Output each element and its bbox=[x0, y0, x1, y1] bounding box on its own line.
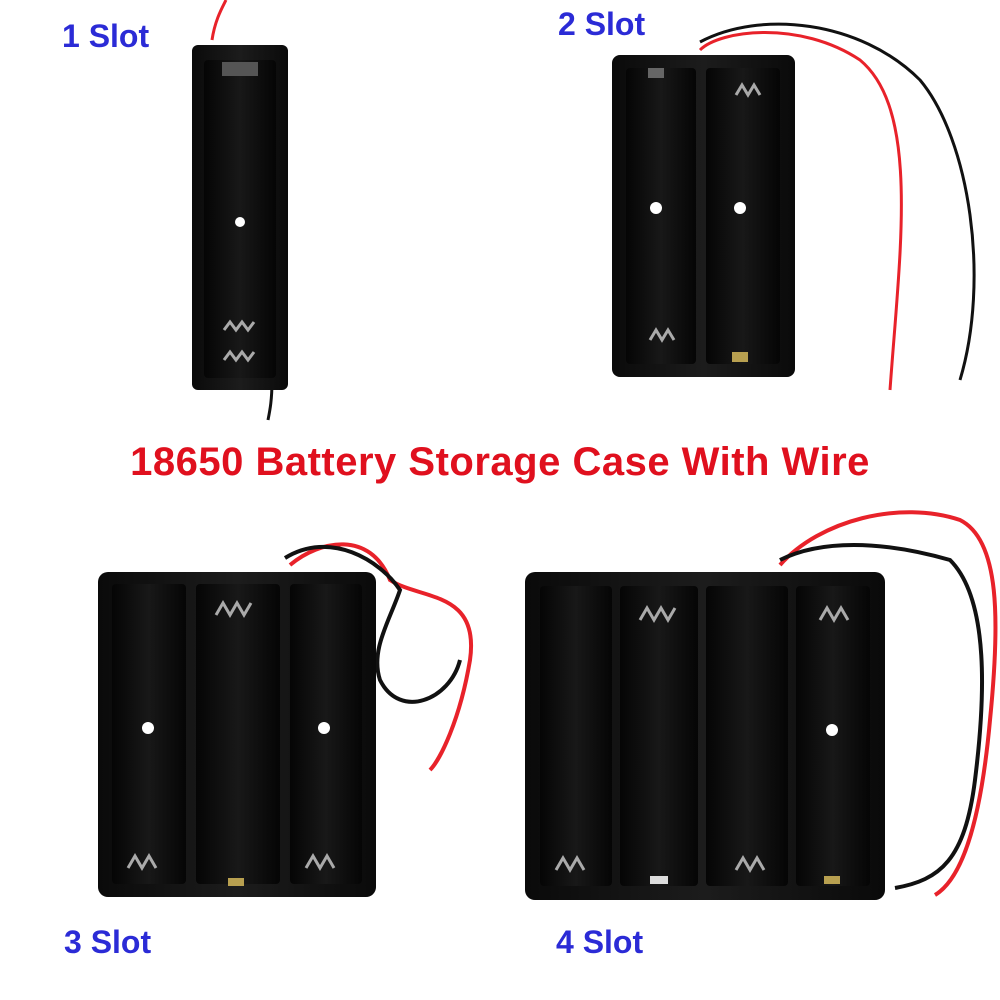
mount-hole bbox=[826, 724, 838, 736]
spring bbox=[818, 605, 850, 623]
spring bbox=[554, 855, 586, 873]
spring bbox=[734, 82, 762, 98]
red-wire bbox=[698, 31, 903, 391]
spring bbox=[648, 327, 676, 343]
slot-2-label: 2 Slot bbox=[558, 6, 646, 42]
spring bbox=[126, 853, 158, 871]
battery-slot bbox=[196, 584, 280, 884]
mount-hole bbox=[318, 722, 330, 734]
contact-plate bbox=[222, 62, 258, 76]
spring bbox=[222, 319, 256, 333]
mount-hole bbox=[142, 722, 154, 734]
spring bbox=[638, 605, 677, 623]
slot-1-label: 1 Slot bbox=[62, 18, 150, 54]
mount-hole bbox=[650, 202, 662, 214]
black-wire bbox=[699, 22, 976, 381]
spring bbox=[734, 855, 766, 873]
slot-3-label: 3 Slot bbox=[64, 924, 152, 960]
mount-hole bbox=[235, 217, 245, 227]
slot-4-label: 4 Slot bbox=[556, 924, 644, 960]
battery-slot bbox=[706, 586, 788, 886]
holder-3-slot bbox=[98, 542, 474, 897]
holder-2-slot bbox=[612, 22, 976, 391]
red-wire bbox=[210, 0, 228, 41]
holder-1-slot bbox=[192, 0, 288, 421]
black-wire bbox=[779, 543, 985, 890]
battery-slot bbox=[796, 586, 870, 886]
battery-slot bbox=[540, 586, 612, 886]
spring bbox=[304, 853, 336, 871]
black-wire bbox=[283, 544, 462, 704]
battery-slot bbox=[290, 584, 362, 884]
battery-slot bbox=[706, 68, 780, 364]
product-title: 18650 Battery Storage Case With Wire bbox=[130, 440, 870, 484]
case-body bbox=[525, 572, 885, 900]
red-wire bbox=[778, 510, 998, 897]
battery-slot bbox=[626, 68, 696, 364]
battery-slot bbox=[112, 584, 186, 884]
holder-4-slot bbox=[525, 510, 998, 900]
spring bbox=[214, 600, 253, 618]
mount-hole bbox=[734, 202, 746, 214]
red-wire bbox=[288, 542, 474, 772]
battery-slot bbox=[620, 586, 698, 886]
